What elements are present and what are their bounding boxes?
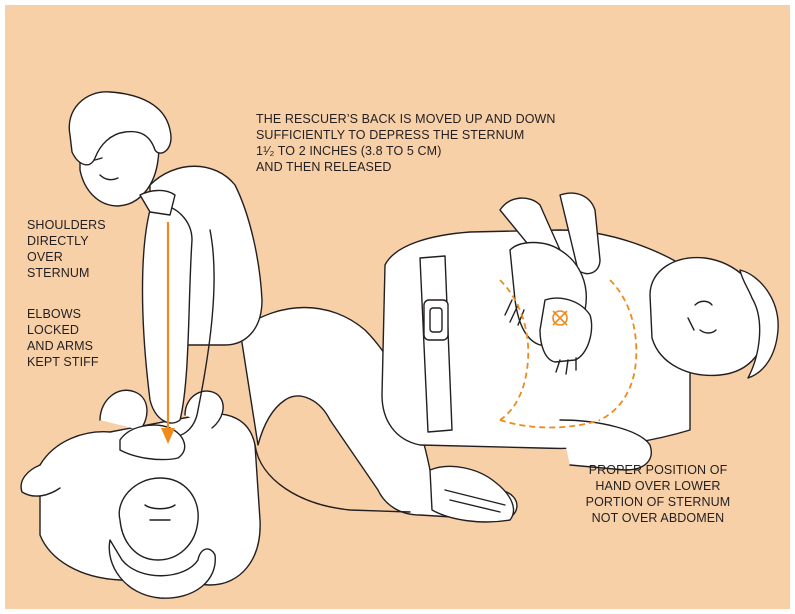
caption-line: LOCKED — [27, 322, 99, 338]
caption-elbows: ELBOWS LOCKED AND ARMS KEPT STIFF — [27, 306, 99, 370]
caption-line: KEPT STIFF — [27, 354, 99, 370]
caption-shoulders: SHOULDERS DIRECTLY OVER STERNUM — [27, 217, 106, 281]
caption-line: STERNUM — [27, 265, 106, 281]
caption-line: NOT OVER ABDOMEN — [580, 510, 736, 526]
caption-line: PROPER POSITION OF — [580, 462, 736, 478]
caption-line: DIRECTLY — [27, 233, 106, 249]
victim-right — [382, 193, 778, 470]
caption-hand-position: PROPER POSITION OF HAND OVER LOWER PORTI… — [580, 462, 736, 526]
caption-line: HAND OVER LOWER — [580, 478, 736, 494]
caption-line: SUFFICIENTLY TO DEPRESS THE STERNUM — [256, 127, 556, 143]
caption-back-motion: THE RESCUER’S BACK IS MOVED UP AND DOWN … — [256, 111, 556, 175]
caption-line: THE RESCUER’S BACK IS MOVED UP AND DOWN — [256, 111, 556, 127]
caption-line: SHOULDERS — [27, 217, 106, 233]
caption-line: AND THEN RELEASED — [256, 159, 556, 175]
victim-left — [21, 390, 260, 598]
caption-line: PORTION OF STERNUM — [580, 494, 736, 510]
caption-line: OVER — [27, 249, 106, 265]
caption-line: ELBOWS — [27, 306, 99, 322]
caption-line: 1¹⁄₂ TO 2 INCHES (3.8 TO 5 CM) — [256, 143, 556, 159]
caption-line: AND ARMS — [27, 338, 99, 354]
